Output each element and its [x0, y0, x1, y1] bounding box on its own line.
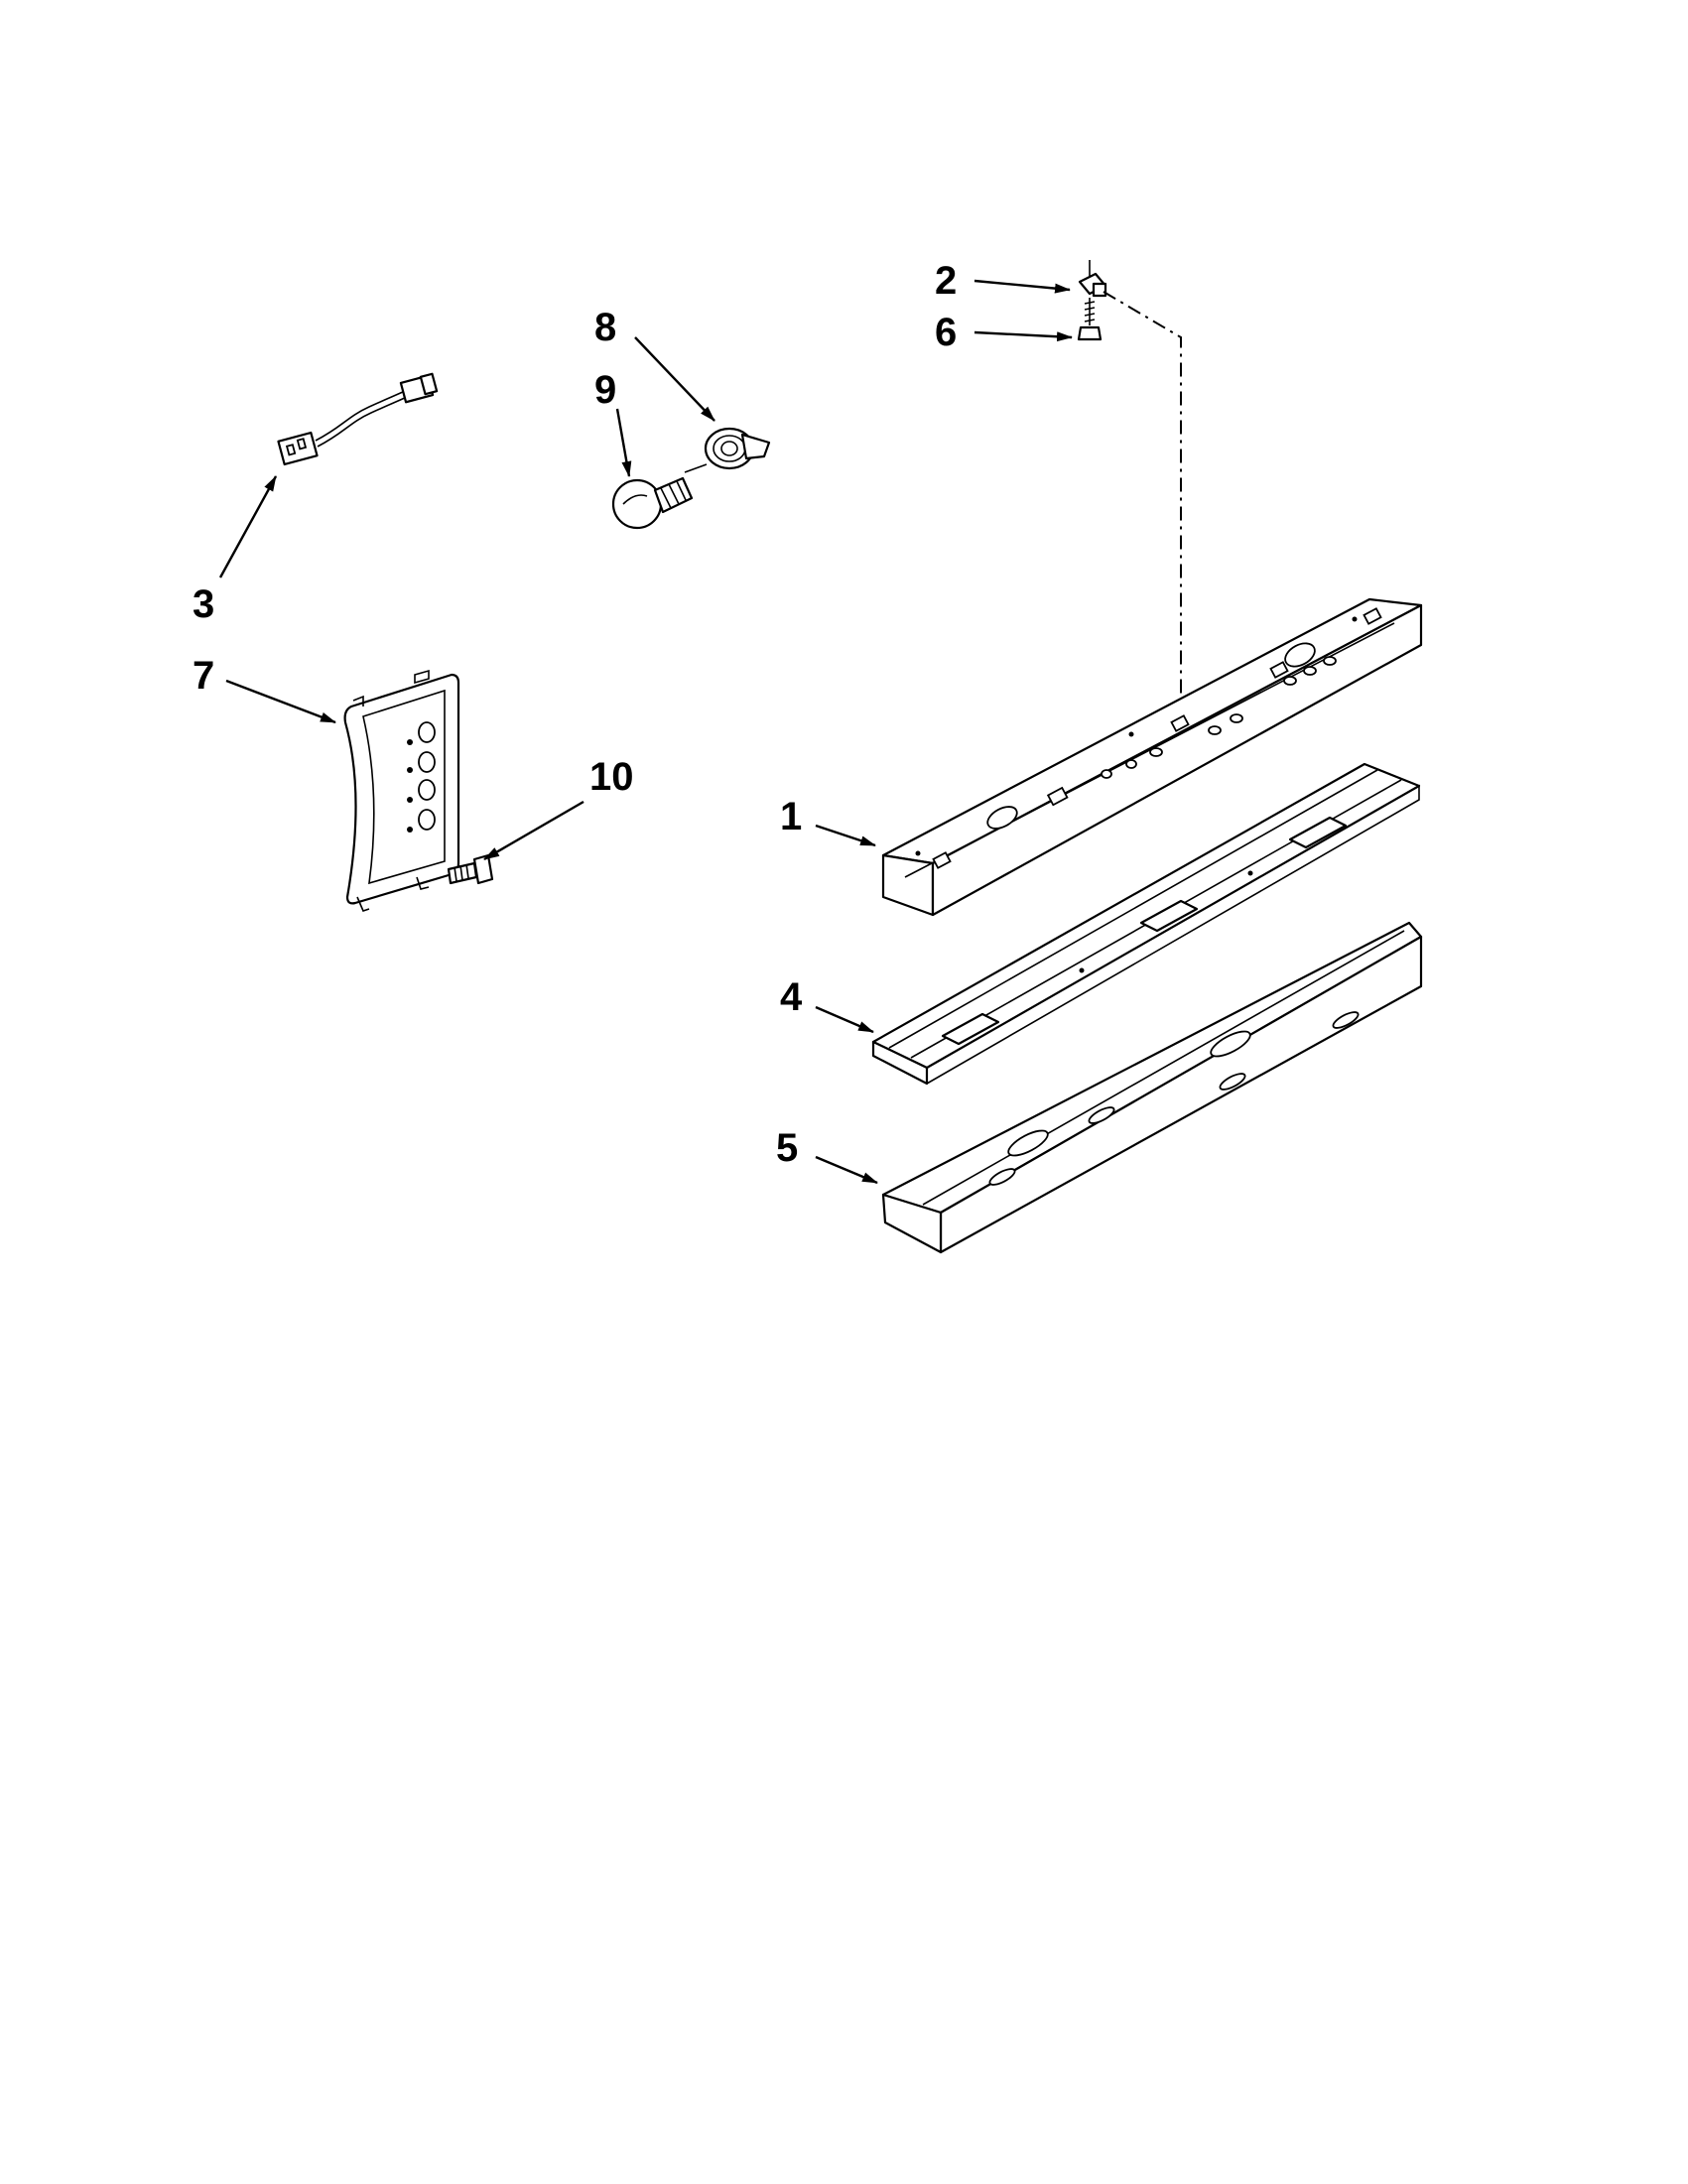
callout-9: 9: [594, 368, 616, 412]
middle-rail-part: [871, 762, 1421, 1086]
callout-3: 3: [193, 582, 214, 626]
top-rail-part: [881, 597, 1423, 917]
callout-5: 5: [776, 1126, 798, 1170]
screw-part: [447, 853, 494, 885]
callout-7: 7: [193, 654, 214, 698]
callout-2: 2: [935, 259, 957, 303]
control-housing-part: [343, 669, 460, 912]
assembly-line: [1103, 291, 1182, 722]
leader-lines: [218, 279, 1073, 1185]
callout-6: 6: [935, 311, 957, 354]
callout-4: 4: [780, 975, 803, 1019]
callout-1: 1: [780, 795, 802, 838]
callout-8: 8: [594, 306, 616, 349]
mounting-screw-part: [1077, 298, 1103, 341]
clip-part: [1078, 260, 1107, 298]
wire-harness-part: [277, 372, 439, 466]
light-bulb-part: [611, 476, 694, 530]
callout-10: 10: [589, 755, 634, 799]
light-socket-part: [684, 427, 771, 473]
bottom-rail-part: [881, 921, 1423, 1254]
